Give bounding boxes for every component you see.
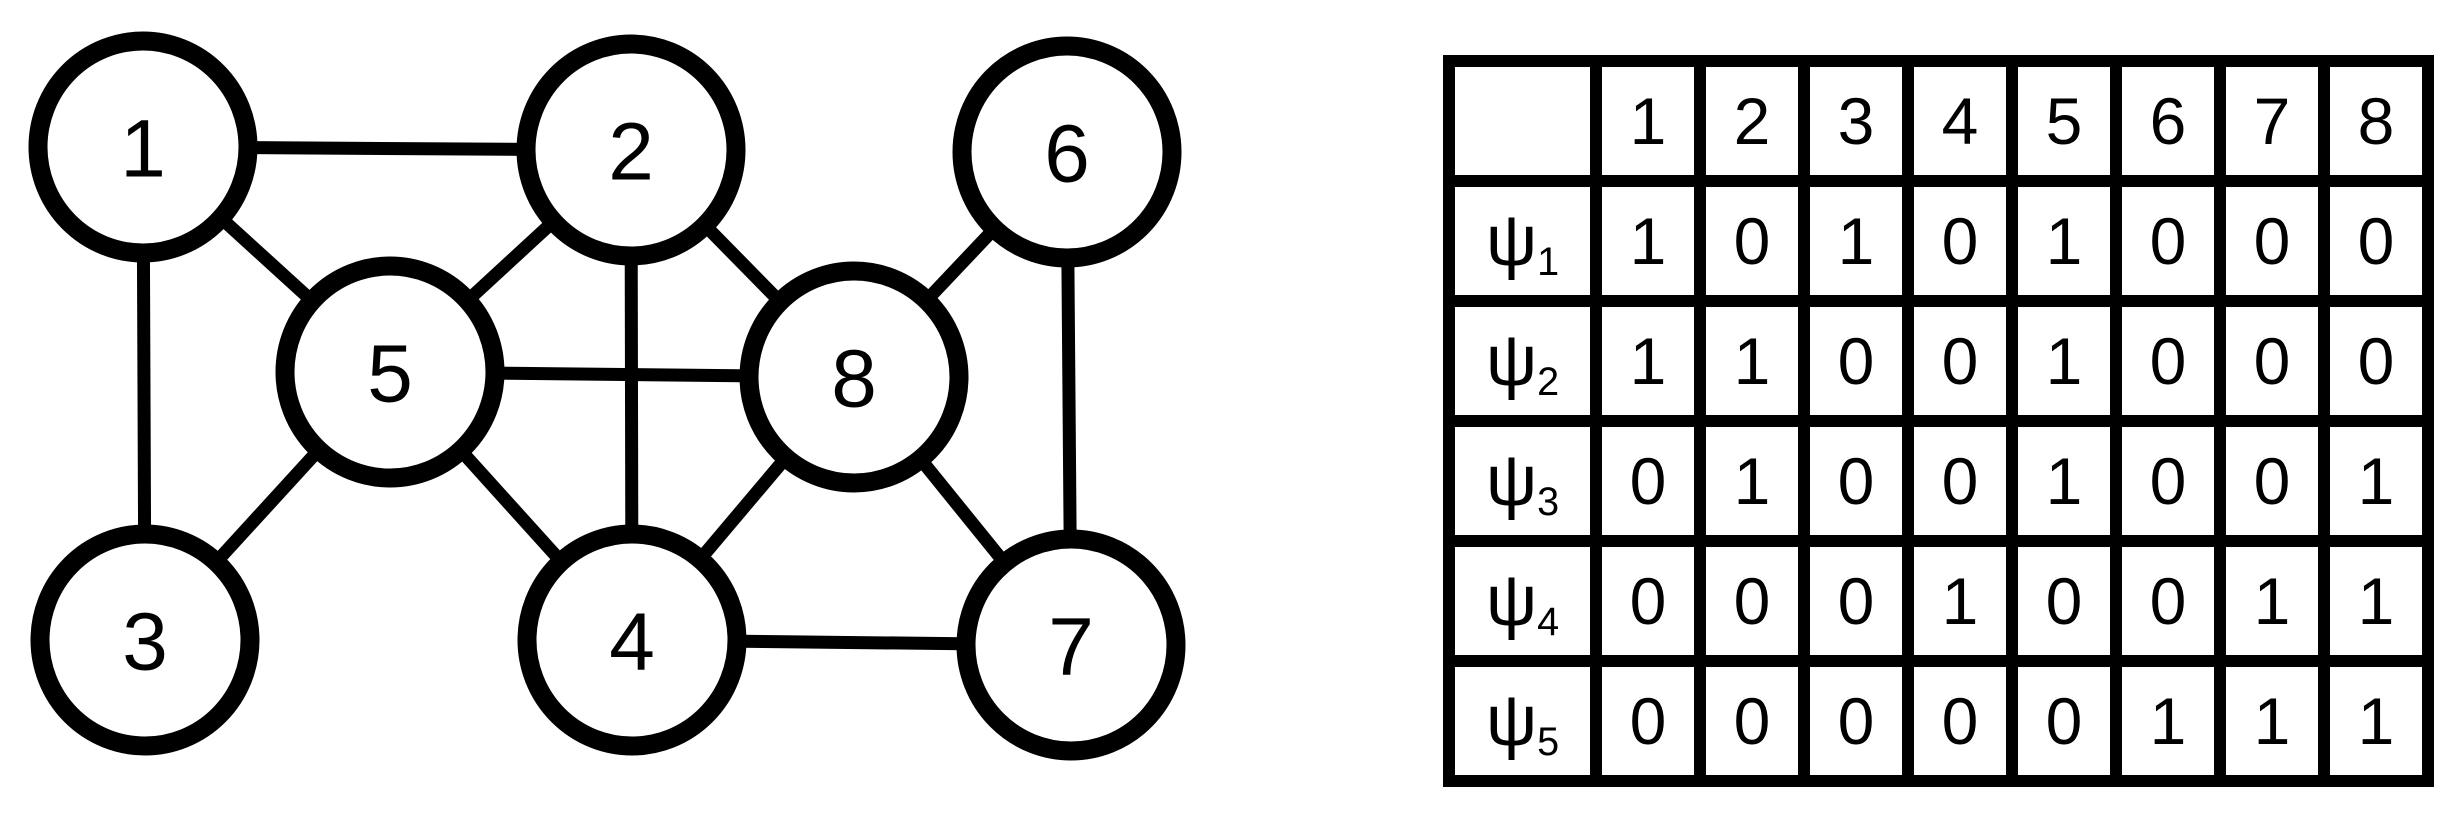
table-cell-r2c6: 0 [2122, 307, 2214, 415]
table-cell-r1c3: 1 [1810, 187, 1902, 295]
table-cell-r3c8: 1 [2330, 427, 2422, 535]
graph-node-7 [956, 529, 1186, 761]
table-cell-r5c4: 0 [1914, 667, 2006, 775]
psi-symbol: ψ [1485, 681, 1538, 761]
table-cell-r3c6: 0 [2122, 427, 2214, 535]
table-cell-r4c7: 1 [2226, 547, 2318, 655]
col-header-2: 2 [1706, 67, 1798, 175]
table-cell-r3c4: 0 [1914, 427, 2006, 535]
graph-node-6 [952, 36, 1182, 268]
table-cell-r2c2: 1 [1706, 307, 1798, 415]
table-cell-r3c1: 0 [1602, 427, 1694, 535]
table-cell-r4c6: 0 [2122, 547, 2214, 655]
table-cell-r5c8: 1 [2330, 667, 2422, 775]
table-cell-r1c1: 1 [1602, 187, 1694, 295]
table-cell-r4c3: 0 [1810, 547, 1902, 655]
table-cell-r4c2: 0 [1706, 547, 1798, 655]
graph-node-3 [30, 524, 260, 756]
table-cell-r5c1: 0 [1602, 667, 1694, 775]
table-cell-r2c4: 0 [1914, 307, 2006, 415]
col-header-8: 8 [2330, 67, 2422, 175]
table-cell-r5c2: 0 [1706, 667, 1798, 775]
table-cell-r3c7: 0 [2226, 427, 2318, 535]
table-corner-cell [1455, 67, 1590, 175]
table-cell-r3c2: 1 [1706, 427, 1798, 535]
col-header-5: 5 [2018, 67, 2110, 175]
psi-subscript: 5 [1537, 719, 1560, 764]
graph-node-8 [739, 261, 969, 493]
table-cell-r5c6: 1 [2122, 667, 2214, 775]
table-cell-r3c3: 0 [1810, 427, 1902, 535]
table-cell-r2c8: 0 [2330, 307, 2422, 415]
psi-symbol: ψ [1485, 201, 1538, 281]
psi-symbol: ψ [1485, 321, 1538, 401]
table-cell-r4c4: 1 [1914, 547, 2006, 655]
node-label-6: 6 [1044, 109, 1090, 200]
table-cell-r1c4: 0 [1914, 187, 2006, 295]
graph-node-1 [28, 31, 258, 263]
node-label-5: 5 [367, 329, 413, 420]
col-header-1: 1 [1602, 67, 1694, 175]
graph-node-2 [516, 34, 746, 266]
psi-subscript: 1 [1537, 239, 1560, 284]
node-label-7: 7 [1048, 602, 1094, 693]
table-cell-r4c8: 1 [2330, 547, 2422, 655]
psi-subscript: 2 [1537, 359, 1560, 404]
graph-node-5 [275, 256, 505, 488]
table-cell-r4c1: 0 [1602, 547, 1694, 655]
psi-subscript: 3 [1537, 479, 1560, 524]
col-header-6: 6 [2122, 67, 2214, 175]
table-cell-r5c3: 0 [1810, 667, 1902, 775]
table-cell-r1c8: 0 [2330, 187, 2422, 295]
table-cell-r2c1: 1 [1602, 307, 1694, 415]
node-label-8: 8 [831, 334, 877, 425]
table-cell-r1c5: 1 [2018, 187, 2110, 295]
node-label-4: 4 [609, 597, 655, 688]
col-header-7: 7 [2226, 67, 2318, 175]
table-cell-r1c7: 0 [2226, 187, 2318, 295]
psi-symbol: ψ [1485, 561, 1538, 641]
table-cell-r2c7: 0 [2226, 307, 2318, 415]
node-label-3: 3 [122, 597, 168, 688]
psi-symbol: ψ [1485, 441, 1538, 521]
table-cell-r5c5: 0 [2018, 667, 2110, 775]
table-cell-r5c7: 1 [2226, 667, 2318, 775]
table-cell-r3c5: 1 [2018, 427, 2110, 535]
node-label-2: 2 [608, 107, 654, 198]
col-header-3: 3 [1810, 67, 1902, 175]
graph-svg: 1 2 3 4 5 6 7 8 [28, 31, 1186, 761]
graph-node-4 [517, 524, 747, 756]
table-cell-r4c5: 0 [2018, 547, 2110, 655]
node-label-1: 1 [120, 104, 166, 195]
table-cell-r1c2: 0 [1706, 187, 1798, 295]
table-cell-r2c3: 0 [1810, 307, 1902, 415]
table-cell-r1c6: 0 [2122, 187, 2214, 295]
table-cell-r2c5: 1 [2018, 307, 2110, 415]
col-header-4: 4 [1914, 67, 2006, 175]
psi-subscript: 4 [1537, 599, 1560, 644]
